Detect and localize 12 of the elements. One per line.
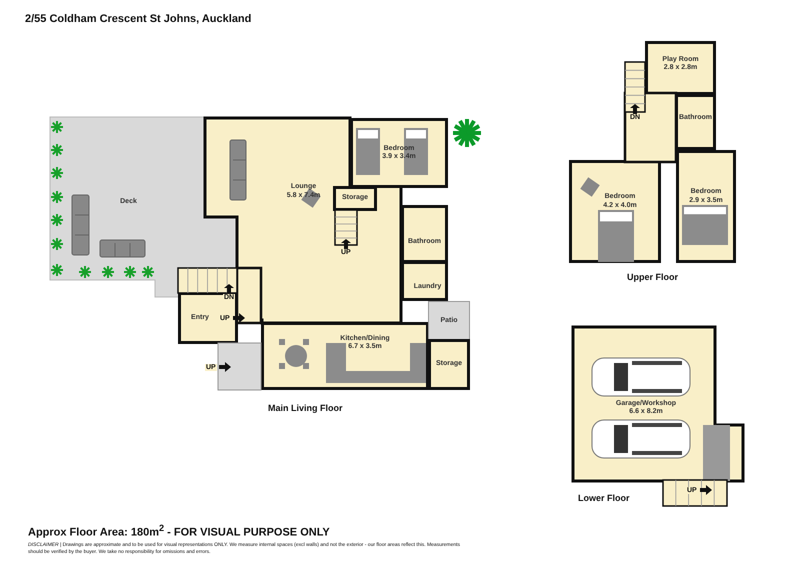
title: 2/55 Coldham Crescent St Johns, Auckland (25, 13, 252, 25)
room (178, 292, 238, 344)
floor-area-note: Approx Floor Area: 180m$^{2}$ - FOR VISUAL PURPOSE ONLY (28, 524, 330, 539)
floor-name: Main Living Floor (268, 404, 342, 413)
outdoor-area (428, 301, 470, 341)
room (401, 205, 448, 263)
room (401, 261, 448, 301)
floor-name: Lower Floor (578, 494, 630, 503)
room (645, 41, 716, 95)
room (428, 339, 470, 390)
room (675, 94, 716, 150)
floor-name: Upper Floor (627, 273, 678, 282)
